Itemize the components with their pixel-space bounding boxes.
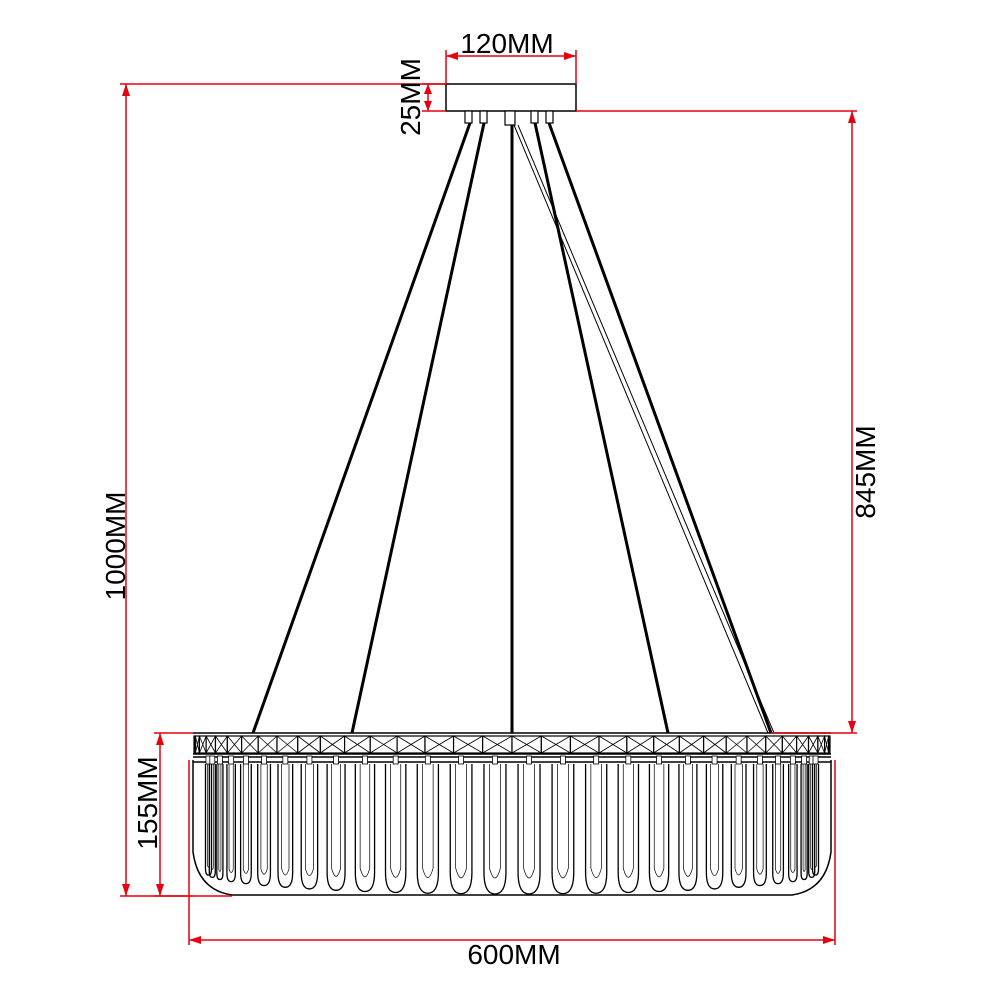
crystal-block <box>540 735 572 754</box>
crystal-loop <box>772 755 785 885</box>
crystal-block <box>276 735 299 754</box>
crystal-loop <box>257 755 272 887</box>
crystal-loop <box>517 755 541 895</box>
crystal-block <box>569 735 600 754</box>
body-outline <box>192 760 832 896</box>
crystal-block <box>823 735 830 754</box>
crystal-block <box>214 735 228 754</box>
crystal-loop <box>551 755 575 895</box>
crystal-loop <box>277 755 294 888</box>
crystal-block <box>828 735 831 754</box>
crystal-block <box>198 735 207 754</box>
crystal-block <box>241 735 259 754</box>
crystal-loop <box>416 755 440 894</box>
crystal-block <box>194 735 201 754</box>
crystal-loop <box>326 755 346 891</box>
crystal-loop <box>800 755 808 881</box>
crystal-loop <box>811 755 820 876</box>
crystal-loop <box>449 755 473 895</box>
ceiling-canopy <box>445 83 577 126</box>
crystal-block <box>319 735 346 754</box>
crystal-loop <box>216 755 224 881</box>
crystal-band <box>193 735 831 754</box>
total-height-label: 1000MM <box>100 492 131 601</box>
body-height-label: 155MM <box>132 756 163 849</box>
crystal-block <box>511 735 542 754</box>
crystal-block <box>257 735 278 754</box>
crystal-block <box>678 735 705 754</box>
crystal-loop <box>584 755 608 894</box>
crystal-block <box>205 735 217 754</box>
crystal-block <box>817 735 826 754</box>
dim-total-height <box>120 83 446 897</box>
crystal-block <box>369 735 398 754</box>
crystal-loop <box>648 755 670 893</box>
cable-thin-b <box>517 124 775 734</box>
crystal-block <box>297 735 321 754</box>
crystal-ring-rails <box>193 732 831 763</box>
crystal-block <box>781 735 798 754</box>
crystal-block <box>452 735 484 754</box>
crystal-loop <box>226 755 236 883</box>
crystal-block <box>653 735 681 754</box>
crystal-loops <box>204 755 820 895</box>
dim-body-width <box>188 760 836 945</box>
dimension-lines <box>120 50 857 945</box>
crystal-loop <box>300 755 319 890</box>
crystal-block <box>626 735 655 754</box>
crystal-block <box>424 735 455 754</box>
body-width-label: 600MM <box>467 939 560 970</box>
crystal-loop <box>483 755 507 895</box>
crystal-loop <box>808 755 816 879</box>
crystal-block <box>703 735 727 754</box>
crystal-loop <box>239 755 252 885</box>
crystal-block <box>796 735 810 754</box>
crystal-block <box>482 735 513 754</box>
canopy-width-label: 120MM <box>460 28 553 59</box>
crystal-loop <box>730 755 747 888</box>
suspension-height-label: 845MM <box>850 425 881 518</box>
cable-thin-a <box>513 124 769 734</box>
canopy-height-label: 25MM <box>395 58 426 136</box>
cable-left-outer <box>251 122 472 734</box>
crystal-loop <box>384 755 407 894</box>
dim-body-height <box>154 732 193 897</box>
dim-canopy-height <box>422 83 446 112</box>
crystal-loop <box>788 755 798 883</box>
crystal-loop <box>204 755 213 876</box>
crystal-loop <box>752 755 767 887</box>
dim-canopy-width <box>445 50 577 84</box>
crystal-block <box>765 735 783 754</box>
crystal-block <box>725 735 748 754</box>
crystal-block <box>598 735 628 754</box>
cable-right-inner <box>533 122 670 734</box>
cable-left-inner <box>350 122 486 734</box>
crystal-loop <box>354 755 376 893</box>
chandelier-body <box>192 732 832 896</box>
crystal-block <box>746 735 767 754</box>
cable-right-outer <box>547 122 773 734</box>
crystal-loop <box>208 755 216 879</box>
crystal-loop <box>617 755 640 894</box>
dim-suspension-height <box>576 110 857 734</box>
suspension-cables <box>251 122 775 734</box>
crystal-loop <box>678 755 698 891</box>
crystal-block <box>226 735 243 754</box>
canopy-cable-grips <box>464 110 554 126</box>
crystal-block <box>396 735 426 754</box>
crystal-block <box>343 735 371 754</box>
crystal-loop <box>705 755 724 890</box>
crystal-block <box>807 735 819 754</box>
